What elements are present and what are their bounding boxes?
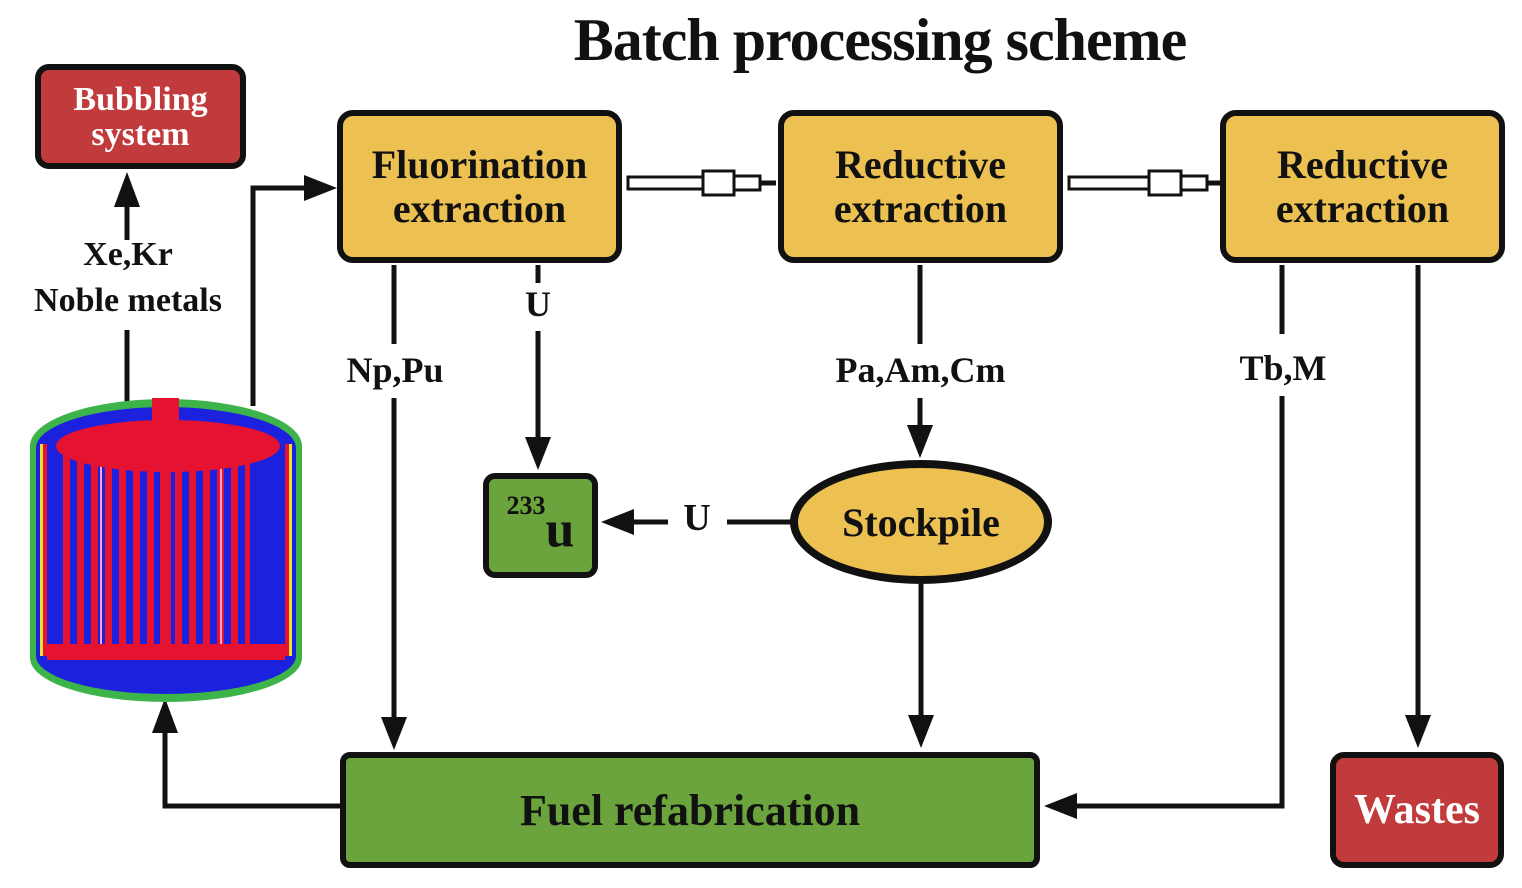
reactor-wall-line (289, 444, 292, 656)
node-u233: 233u (483, 473, 598, 578)
reactor-wall-line (43, 444, 47, 656)
node-reductive-extraction-1: Reductive extraction (778, 110, 1063, 263)
arrow-stockpile-to-u233 (601, 509, 792, 535)
node-reductive-extraction-2: Reductive extraction (1220, 110, 1505, 263)
flow-label-tb-m: Tb,M (1239, 348, 1327, 388)
u233-label: 233u (506, 491, 575, 559)
pipe-arrow-fluorination-to-reductive1 (626, 169, 776, 197)
reactor-wall-line (285, 444, 289, 656)
node-fluorination-extraction: Fluorination extraction (337, 110, 622, 263)
flow-label-np-pu: Np,Pu (346, 350, 444, 390)
reductive1-label-line1: Reductive (834, 141, 1007, 187)
page-title: Batch processing scheme (573, 7, 1188, 73)
reactor-wall-line (40, 444, 43, 656)
fuel-refabrication-label: Fuel refabrication (519, 785, 861, 835)
wastes-label: Wastes (1354, 787, 1480, 833)
flow-label-offgas: Xe,Kr Noble metals (18, 232, 238, 324)
u233-mass-number: 233 (506, 491, 546, 521)
bubbling-system-label-line2: system (91, 115, 190, 153)
arrow-nppu-to-fuel (381, 265, 407, 750)
reactor-center-channel (160, 440, 171, 652)
arrow-tbm-to-fuel (1044, 265, 1285, 819)
arrow-fuel-to-reactor (152, 698, 340, 809)
arrow-u-to-u233 (525, 265, 551, 470)
offgas-line2: Noble metals (34, 282, 222, 319)
reactor-top-header (56, 420, 280, 472)
node-bubbling-system: Bubbling system (35, 64, 246, 169)
arrow-stockpile-to-fuel (908, 584, 934, 748)
node-stockpile: Stockpile (790, 460, 1052, 584)
reactor-highlight-line (100, 440, 102, 652)
flow-label-u-left: U (683, 497, 711, 539)
reactor-bottom-header (47, 644, 285, 660)
offgas-line1: Xe,Kr (83, 236, 173, 273)
arrow-reactor-to-fluorination (250, 175, 337, 406)
bubbling-system-label-line1: Bubbling (73, 80, 208, 118)
arrow-offgas-to-bubbling (114, 172, 140, 240)
arrow-paamcm-to-stockpile (907, 265, 933, 458)
fluorination-label-line1: Fluorination (371, 141, 588, 187)
reactor-vessel-illustration (30, 398, 302, 702)
reactor-top-nozzle (152, 398, 179, 429)
reactor-highlight-line (220, 440, 222, 652)
stockpile-label: Stockpile (842, 499, 1000, 545)
pipe-arrow-reductive1-to-reductive2 (1067, 169, 1221, 197)
node-wastes: Wastes (1330, 752, 1504, 868)
node-fuel-refabrication: Fuel refabrication (340, 752, 1040, 868)
reductive1-label-line2: extraction (833, 185, 1008, 231)
reductive2-label-line1: Reductive (1276, 141, 1449, 187)
reactor-fuel-channels (58, 440, 250, 652)
flow-label-pa-am-cm: Pa,Am,Cm (835, 350, 1006, 390)
arrow-reductive2-to-wastes (1405, 265, 1431, 748)
flow-label-u-down: U (525, 284, 551, 324)
fluorination-label-line2: extraction (392, 185, 567, 231)
u233-symbol: u (545, 501, 575, 559)
reductive2-label-line2: extraction (1275, 185, 1450, 231)
